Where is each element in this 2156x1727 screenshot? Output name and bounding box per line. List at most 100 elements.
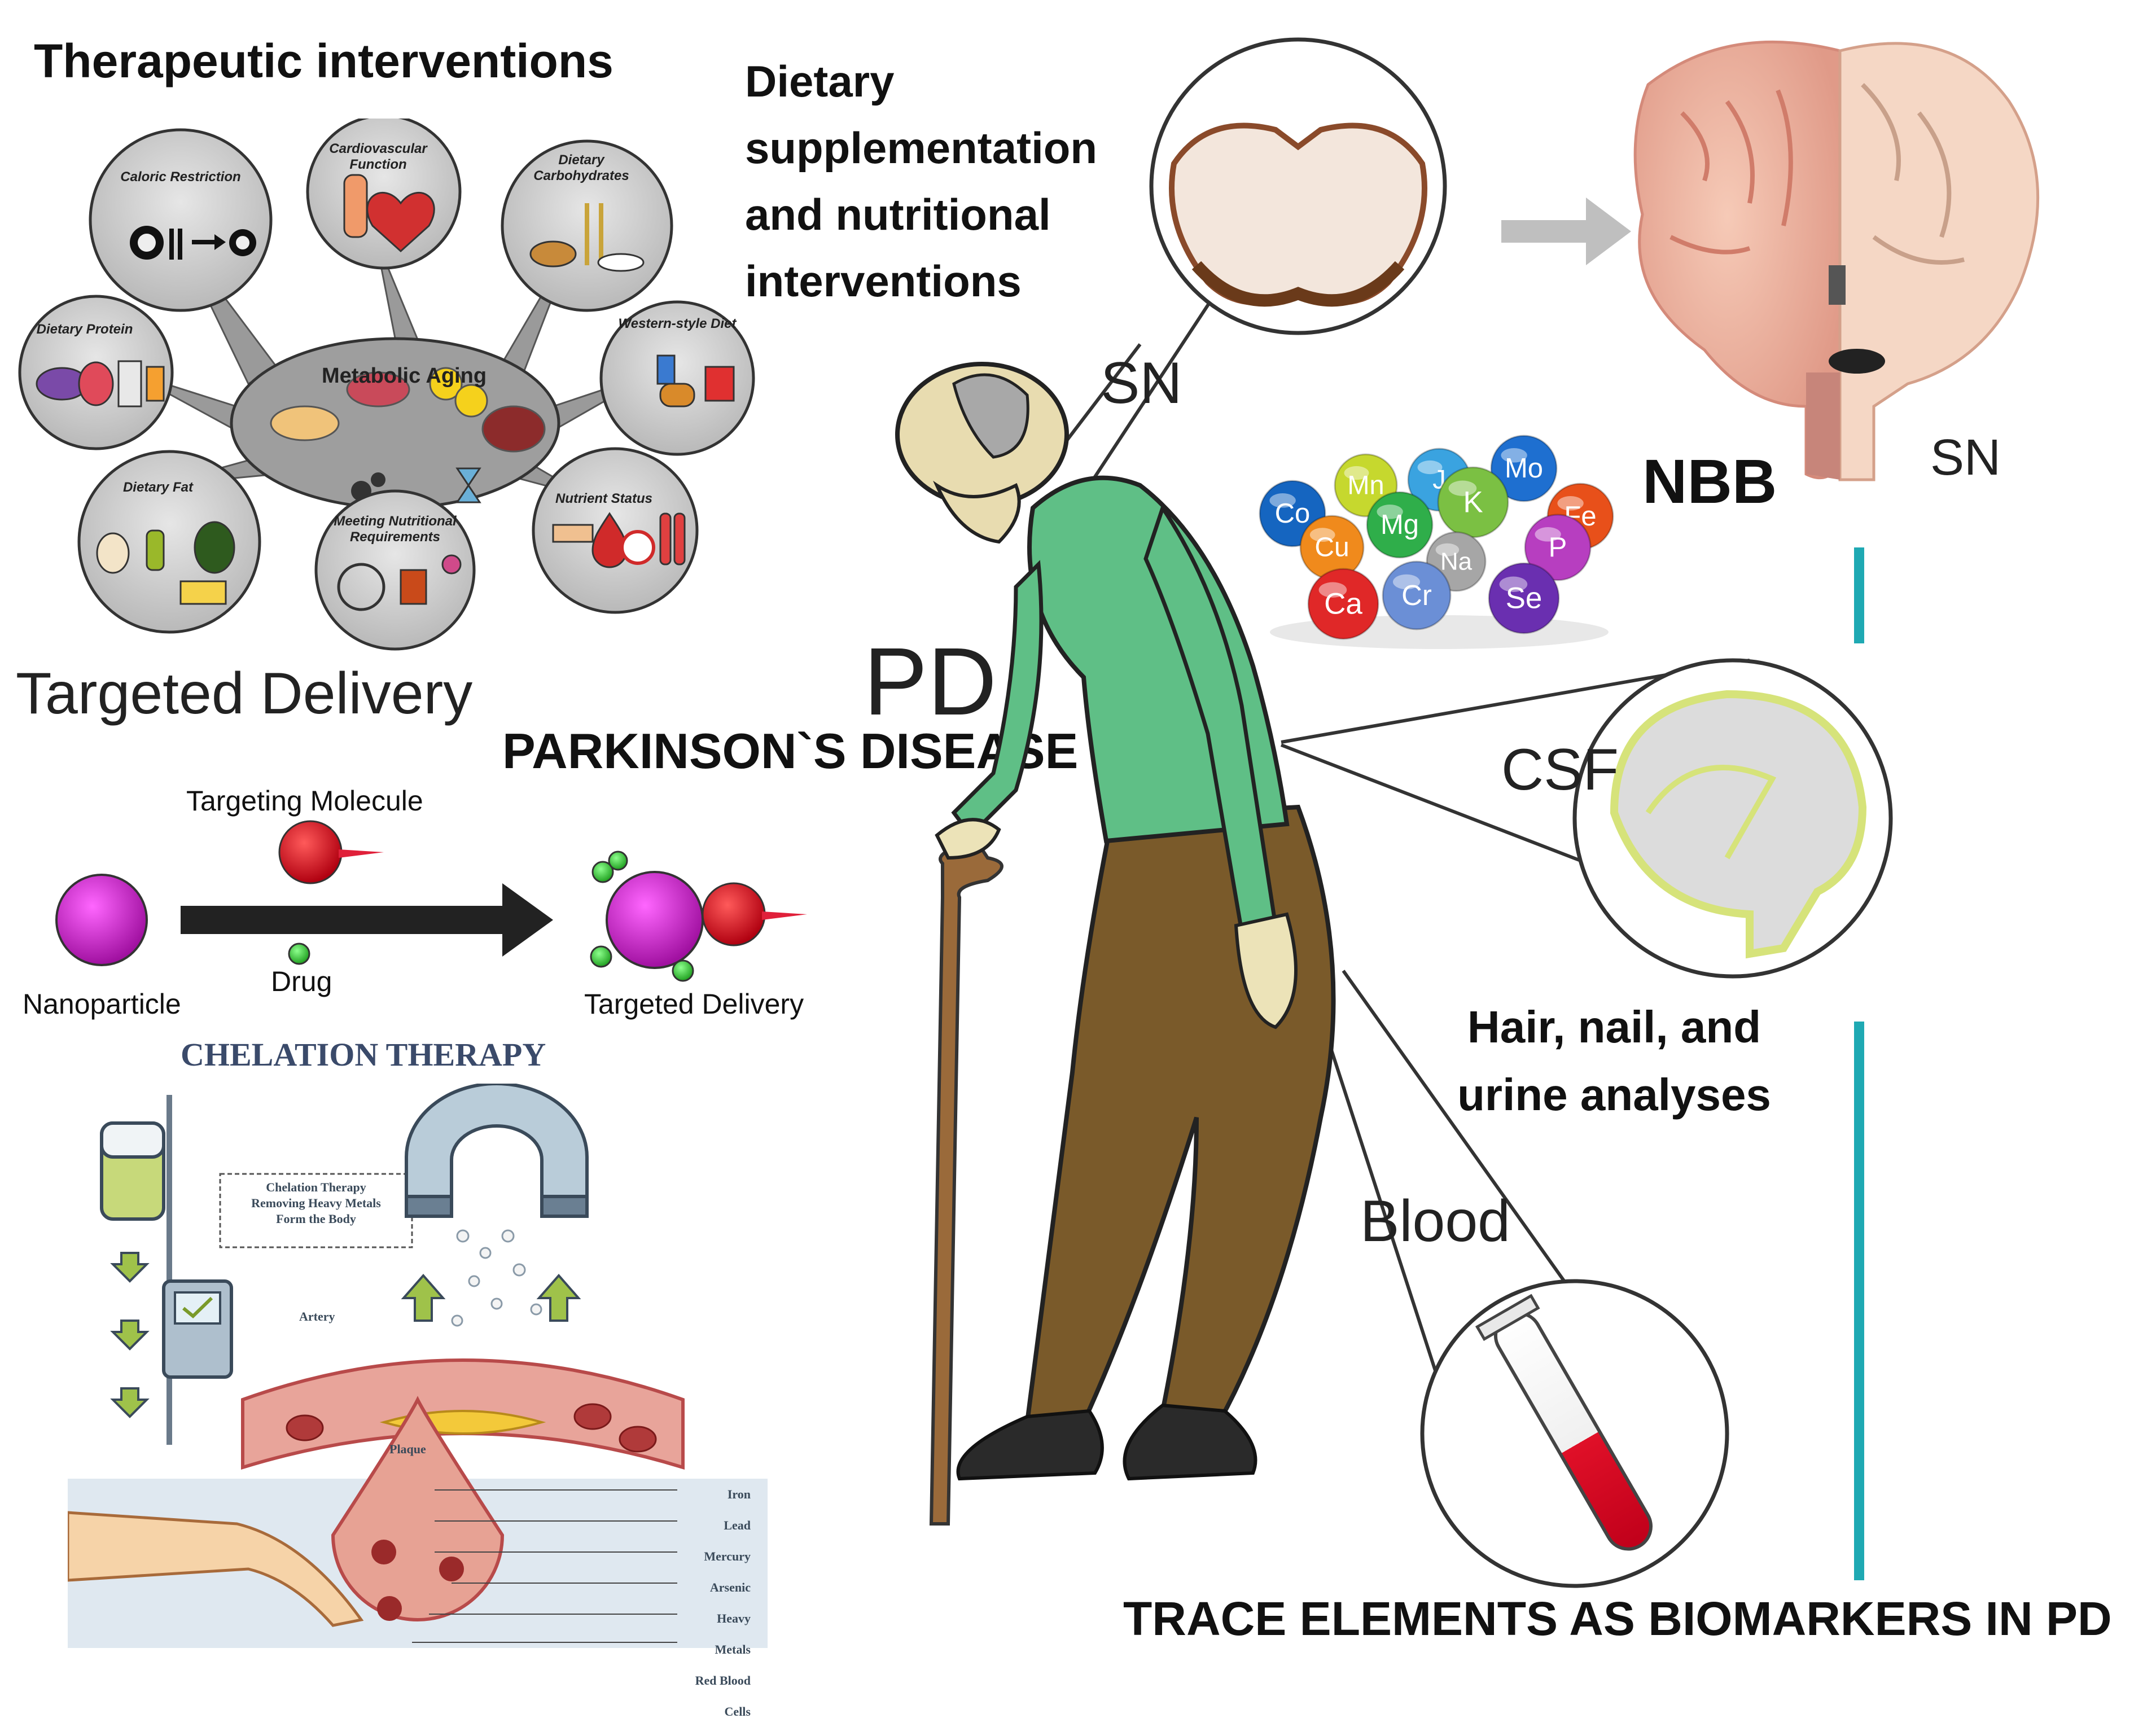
drug-label: Drug (271, 966, 332, 997)
chelation-box-line-2: Removing Heavy Metals (251, 1196, 381, 1210)
avocado-icon (96, 521, 235, 605)
legend-heavy-metals: Heavy Metals (715, 1611, 751, 1656)
bubble-label-cardio: Cardiovascular Function (329, 141, 427, 172)
metal-particles (451, 1229, 542, 1327)
test-tube-icon (1475, 1294, 1653, 1551)
element-ball-se (1488, 562, 1560, 634)
hair-nail-line-1: Hair, nail, and (1467, 1002, 1761, 1052)
legend-mercury: Mercury (704, 1549, 751, 1563)
nbb-label: NBB (1642, 447, 1777, 516)
element-ball-highlight (1557, 496, 1584, 511)
targeted-delivery-label: Targeted Delivery (584, 988, 804, 1020)
burger-icon (656, 354, 735, 407)
chelation-title: CHELATION THERAPY (181, 1036, 546, 1073)
brain-icon (1633, 40, 2040, 481)
metabolic-aging-label: Metabolic Aging (322, 364, 487, 388)
dietary-line-3: and nutritional (745, 190, 1051, 239)
element-symbol-mg: Mg (1381, 510, 1419, 540)
trace-elements-heading: TRACE ELEMENTS AS BIOMARKERS IN PD (1123, 1592, 2112, 1645)
steak-icon (78, 361, 114, 406)
element-ball-highlight (1309, 528, 1335, 542)
artery-label: Artery (299, 1309, 335, 1323)
down-arrows (110, 1252, 150, 1418)
element-ball-mg (1366, 491, 1434, 559)
legend-lead: Lead (724, 1518, 751, 1532)
element-ball-highlight (1318, 582, 1347, 598)
bubble-label-protein: Dietary Protein (36, 322, 133, 337)
heart-icon (366, 192, 435, 253)
element-ball-highlight (1535, 527, 1561, 542)
element-symbol-cu: Cu (1314, 533, 1349, 563)
hourglass-icon (455, 467, 481, 503)
legend-arsenic: Arsenic (709, 1580, 751, 1594)
dietary-line-1: Dietary (745, 56, 895, 106)
dietary-heading: Dietary supplementation and nutritional … (745, 48, 1097, 314)
chelation-legend: Iron Lead Mercury Arsenic Heavy Metals R… (683, 1479, 751, 1727)
element-symbol-co: Co (1275, 498, 1311, 529)
drug-icon (288, 943, 310, 965)
nanoparticle-diagram (55, 820, 807, 982)
nanoparticle-icon (55, 874, 148, 966)
chelation-box-line-1: Chelation Therapy (266, 1180, 366, 1194)
element-ball-highlight (1448, 480, 1477, 496)
cutlery-icon (337, 554, 462, 611)
element-ball-ca (1307, 568, 1379, 640)
element-ball-k (1437, 466, 1509, 538)
element-ball-highlight (1501, 448, 1527, 463)
element-ball-cr (1382, 560, 1452, 630)
legend-iron: Iron (727, 1487, 751, 1501)
biomarker-line-upper (1854, 547, 1864, 643)
plaque-label: Plaque (389, 1442, 426, 1456)
element-symbol-ca: Ca (1324, 587, 1362, 620)
targeting-molecule-label: Targeting Molecule (186, 785, 423, 817)
biomarker-line-lower (1854, 1022, 1864, 1580)
blood-label: Blood (1360, 1189, 1510, 1254)
hair-nail-line-2: urine analyses (1457, 1069, 1771, 1120)
element-ball-highlight (1435, 543, 1460, 556)
bubble-label-nutrient: Nutrient Status (555, 491, 652, 506)
targeting-molecule-icon (278, 820, 384, 884)
bread-icon (529, 240, 577, 268)
element-symbol-p: P (1549, 532, 1567, 563)
bubble-label-fat: Dietary Fat (122, 480, 194, 495)
bubble-label-carbs: Dietary Carbohydrates (533, 152, 629, 183)
elderly-man-icon (895, 362, 1336, 1526)
arm-icon (68, 1511, 364, 1627)
metabolic-aging-diagram (18, 119, 755, 651)
chelation-box-text: Chelation Therapy Removing Heavy Metals … (220, 1180, 412, 1227)
element-symbol-mn: Mn (1347, 470, 1384, 499)
element-ball-highlight (1393, 574, 1420, 590)
targeted-delivery-heading: Targeted Delivery (16, 661, 473, 726)
element-symbol-cr: Cr (1401, 579, 1432, 611)
legend-red-blood-cells: Red Blood Cells (695, 1673, 751, 1719)
element-ball-mo (1490, 435, 1558, 502)
bubble-label-western: Western-style Diet (618, 316, 737, 331)
therapeutic-heading: Therapeutic interventions (34, 34, 614, 87)
element-ball-highlight (1344, 466, 1369, 480)
element-symbol-k: K (1463, 485, 1483, 519)
element-ball-highlight (1417, 460, 1443, 475)
chelation-box-line-3: Form the Body (276, 1212, 356, 1226)
milk-icon (117, 360, 165, 407)
wheat-icon (585, 203, 603, 265)
parkinsons-heading: PARKINSON`S DISEASE (502, 723, 1079, 779)
plate-icons (130, 226, 256, 260)
sn-brain-label: SN (1930, 429, 2001, 486)
csf-label: CSF (1501, 737, 1619, 803)
dietary-line-2: supplementation (745, 123, 1098, 173)
element-ball-p (1524, 514, 1592, 581)
bubble-label-caloric: Caloric Restriction (120, 169, 241, 185)
pd-label: PD (864, 628, 997, 735)
element-ball-highlight (1499, 576, 1528, 592)
sn-label: SN (1101, 350, 1182, 416)
element-symbol-se: Se (1506, 581, 1542, 615)
arrow-icon (181, 883, 553, 957)
blood-test-icon (552, 512, 686, 568)
element-symbol-na: Na (1440, 548, 1473, 576)
chelation-diagram (68, 1084, 768, 1648)
element-ball-highlight (1377, 505, 1403, 519)
element-ball-highlight (1269, 493, 1296, 508)
nanoparticle-label: Nanoparticle (23, 988, 181, 1020)
